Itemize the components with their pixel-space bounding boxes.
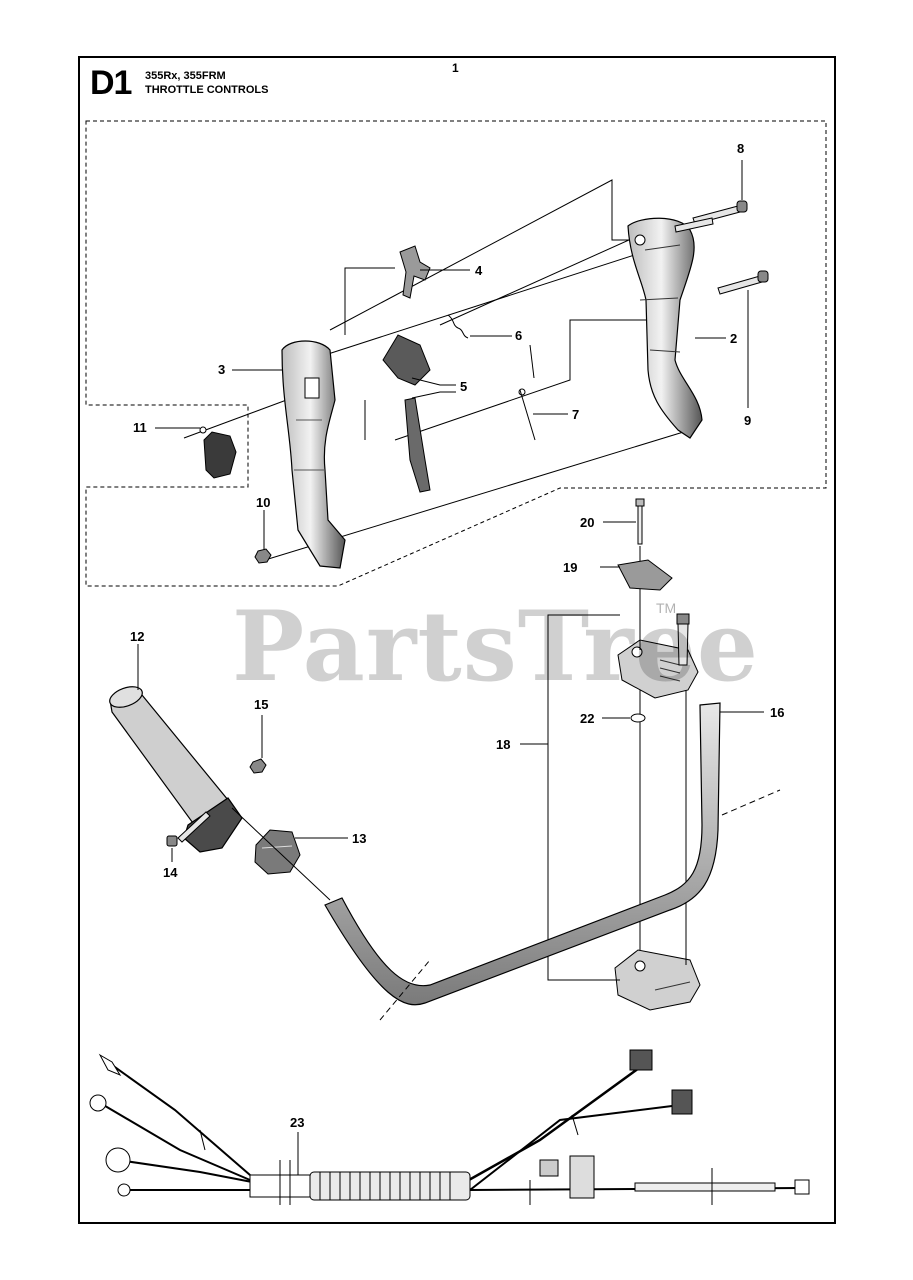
handle-grip-12 — [109, 686, 243, 853]
model-list: 355Rx, 355FRM — [145, 70, 226, 82]
callout-10[interactable]: 10 — [256, 495, 271, 510]
callout-14[interactable]: 14 — [163, 865, 178, 880]
section-title: THROTTLE CONTROLS — [145, 84, 269, 96]
assembly-boundary-dashed — [85, 120, 827, 587]
upper-guide-lines — [183, 179, 691, 561]
handle-housing-left — [281, 340, 346, 569]
handlebar-tube — [324, 702, 721, 1006]
nut-15 — [249, 758, 267, 774]
wiring-harness-23 — [89, 1049, 810, 1205]
watermark-logo: PartsTree — [232, 590, 759, 703]
callout-15[interactable]: 15 — [254, 697, 269, 712]
callout-7[interactable]: 7 — [572, 407, 580, 422]
callout-20[interactable]: 20 — [580, 515, 595, 530]
callout-12[interactable]: 12 — [130, 629, 145, 644]
grip-guide-line — [231, 807, 331, 901]
tube-guide-dashed-left — [379, 959, 431, 1021]
callout-3[interactable]: 3 — [218, 362, 226, 377]
clamp-bracket-lines — [547, 605, 687, 981]
washer-22 — [630, 713, 646, 723]
callout-2[interactable]: 2 — [730, 331, 738, 346]
diagram-frame — [78, 56, 836, 1224]
callout-23[interactable]: 23 — [290, 1115, 305, 1130]
handle-clamp-18 — [614, 613, 701, 1011]
callout-11[interactable]: 11 — [133, 420, 147, 435]
callout-5[interactable]: 5 — [460, 379, 468, 394]
callout-22[interactable]: 22 — [580, 711, 595, 726]
callout-4[interactable]: 4 — [475, 263, 483, 278]
nut-10 — [254, 548, 272, 564]
screw-9 — [717, 270, 769, 295]
watermark-trademark: TM — [656, 600, 677, 616]
sheet-code: D1 — [90, 64, 132, 102]
clamp-plate-19 — [617, 559, 673, 591]
throttle-lock-lever — [399, 245, 431, 299]
clamp-knob-13 — [254, 829, 301, 875]
screw-8 — [674, 200, 748, 233]
callout-16[interactable]: 16 — [770, 705, 785, 720]
screw-14 — [166, 811, 211, 847]
spring-and-rod — [447, 314, 536, 441]
callout-leaders — [137, 160, 764, 1175]
handle-housing-right — [627, 217, 703, 439]
tube-guide-dashed-right — [721, 789, 781, 816]
callout-6[interactable]: 6 — [515, 328, 523, 343]
stop-switch — [199, 426, 237, 479]
throttle-trigger — [382, 334, 431, 493]
callout-9[interactable]: 9 — [744, 413, 752, 428]
callout-8[interactable]: 8 — [737, 141, 745, 156]
page-number: 1 — [452, 61, 459, 75]
callout-18[interactable]: 18 — [496, 737, 511, 752]
callout-13[interactable]: 13 — [352, 831, 367, 846]
callout-19[interactable]: 19 — [563, 560, 578, 575]
